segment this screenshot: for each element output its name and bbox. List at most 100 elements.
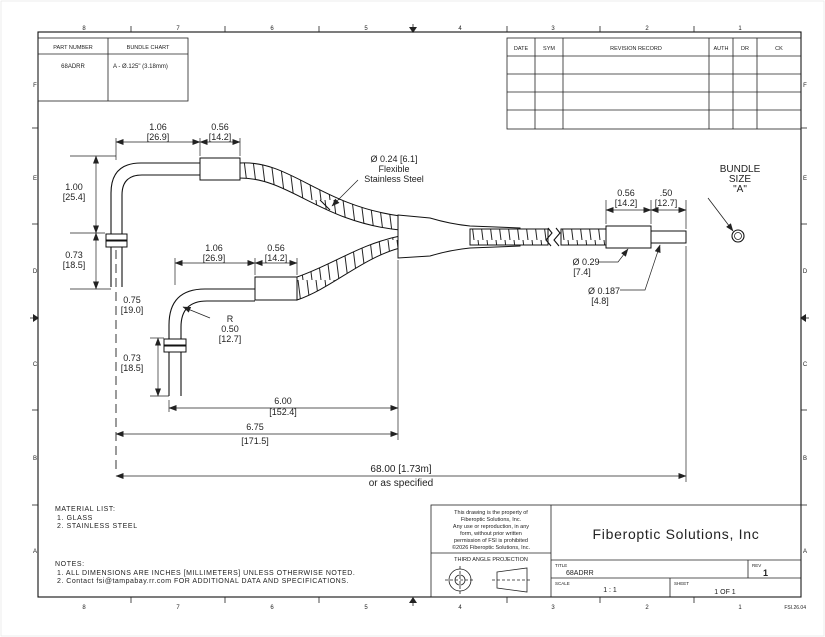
col-label: 7 [176,26,180,32]
bundle-label: BUNDLE [720,164,761,175]
property-line: form, without prior written [460,531,522,537]
dim-bottom-ferrule: 0.56 [267,243,285,253]
projection-label: THIRD ANGLE PROJECTION [454,557,528,563]
dim-top-length: 1.06 [149,122,167,132]
dim-top-tip-mm: [18.5] [63,260,86,270]
material-item: 1. GLASS [57,515,93,522]
dim-top-ferrule: 0.56 [211,122,229,132]
bundle-chart-header: BUNDLE CHART [127,45,170,51]
col-label: 8 [82,605,86,611]
col-label: 2 [645,605,649,611]
bundle-label: SIZE [729,174,752,185]
notes: NOTES: 1. ALL DIMENSIONS ARE INCHES [MIL… [55,561,355,585]
bottom-leg [163,276,298,396]
dim-offset-mm: [19.0] [121,305,144,315]
revision-table: DATE SYM REVISION RECORD AUTH DR CK [506,37,802,130]
common-armour [469,228,549,246]
part-number-header: PART NUMBER [53,45,92,51]
row-label: D [803,269,808,275]
rev-header: REVISION RECORD [610,46,662,52]
zone-ticks [32,26,807,603]
dim-bottom-tip-mm: [18.5] [121,363,144,373]
bottom-flexible-armour [296,235,401,301]
row-label: E [33,176,37,182]
note-item: 2. Contact fsi@tampabay.rr.com FOR ADDIT… [57,578,349,585]
rev-label: REV [752,563,761,568]
col-label: 1 [738,605,742,611]
dim-bottom-tip: 0.73 [123,353,141,363]
dim-top-ferrule-mm: [14.2] [209,132,232,142]
row-label: C [33,362,38,368]
end-tip [650,230,687,244]
material-list-title: MATERIAL LIST: [55,506,116,513]
dim-radius: 0.50 [221,324,239,334]
dim-top-height: 1.00 [65,182,83,192]
col-label: 6 [270,605,274,611]
sheet-label: SHEET [674,581,689,586]
col-label: 1 [738,26,742,32]
third-angle-projection-icon [445,566,532,594]
row-label: E [803,176,807,182]
col-label: 3 [551,605,555,611]
row-label: F [803,83,807,89]
row-label: B [803,456,807,462]
dim-bottom-length: 1.06 [205,243,223,253]
col-label: 8 [82,26,86,32]
dim-leg-mm: [152.4] [269,407,297,417]
part-table: PART NUMBER BUNDLE CHART 68ADRR A - Ø.12… [37,37,189,102]
cable-material: Stainless Steel [364,174,424,184]
dim-radius-mm: [12.7] [219,334,242,344]
dim-break-mm: [171.5] [241,436,269,446]
top-flexible-armour [239,162,401,231]
row-label: A [33,549,37,555]
end-armour [560,228,608,246]
material-item: 2. STAINLESS STEEL [57,523,138,530]
dim-radius-label: R [227,314,234,324]
top-leg [105,157,241,287]
bundle-chart-value: A - Ø.125" (3.18mm) [113,64,168,70]
drawing-frame [37,31,802,598]
dim-offset: 0.75 [123,295,141,305]
dim-end-tip-mm: [12.7] [655,198,678,208]
dim-top-height-mm: [25.4] [63,192,86,202]
row-label: F [33,83,37,89]
row-label: B [33,456,37,462]
material-list: MATERIAL LIST: 1. GLASS 2. STAINLESS STE… [55,506,138,530]
title-label: TITLE [555,563,567,568]
junction-body [397,214,521,259]
rev-value: 1 [763,568,768,578]
col-label: 7 [176,605,180,611]
dim-overall-note: or as specified [369,478,433,489]
end-ferrule [605,225,652,249]
dim-end-diameter-mm: [7.4] [573,267,591,277]
property-line: This drawing is the property of [454,510,528,516]
center-markers [30,24,809,606]
dim-end-tip: .50 [660,188,673,198]
scale-label: SCALE [555,581,570,586]
rev-header: DATE [514,46,529,52]
bundle-size-callout [707,197,745,243]
dim-break: 6.75 [246,422,264,432]
cable-diameter: Ø 0.24 [6.1] [370,154,417,164]
cable-type: Flexible [378,164,409,174]
property-line: Any use or reproduction, in any [453,524,529,530]
title-block: This drawing is the property of Fiberopt… [430,504,802,598]
dim-tip-diameter: Ø 0.187 [588,286,620,296]
dim-leg: 6.00 [274,396,292,406]
col-label: 6 [270,26,274,32]
title-value: 68ADRR [566,570,594,577]
rev-header: DR [741,46,749,52]
dim-bottom-ferrule-mm: [14.2] [265,253,288,263]
dim-top-length-mm: [26.9] [147,132,170,142]
rev-header: SYM [543,46,555,52]
company-name: Fiberoptic Solutions, Inc [593,526,760,542]
property-line: ©2026 Fiberoptic Solutions, Inc. [452,544,531,551]
rev-header: CK [775,46,783,52]
col-label: 4 [458,605,462,611]
scale-value: 1 : 1 [603,587,617,594]
col-label: 2 [645,26,649,32]
part-number-value: 68ADRR [61,64,85,70]
dim-top-tip: 0.73 [65,250,83,260]
